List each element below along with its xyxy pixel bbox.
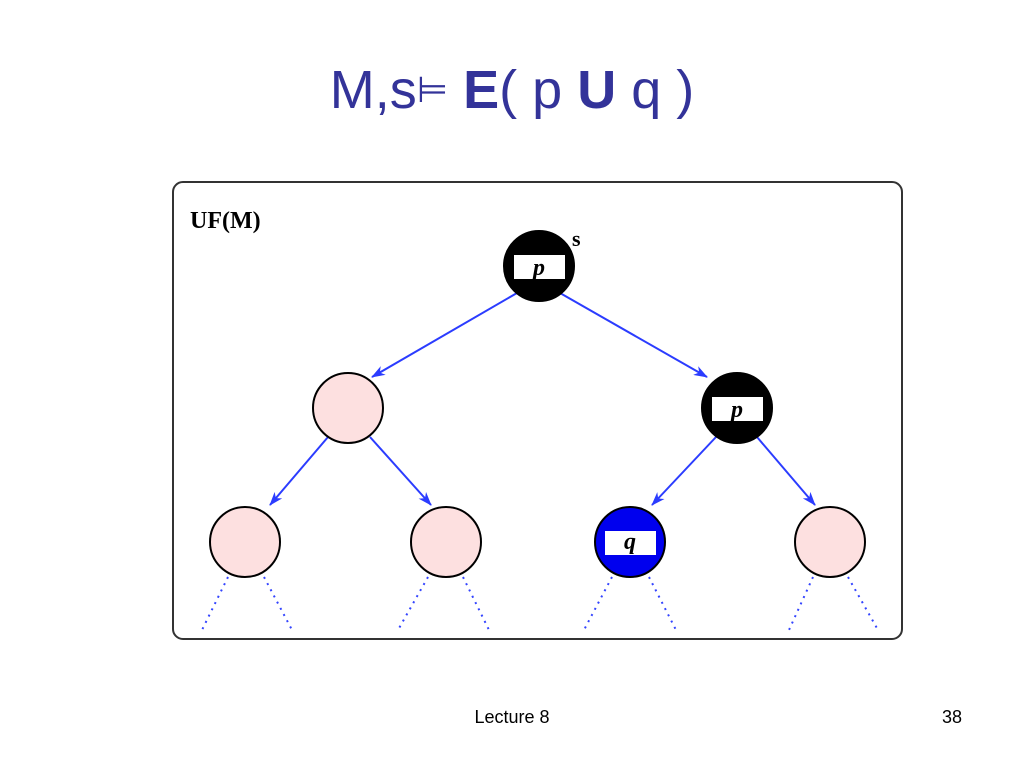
edge-left-leftleft [269,436,329,506]
unfolding-frame [172,181,903,640]
title-open: ( p [499,60,578,120]
node-right-left-label: q [624,529,636,555]
tree-node-root: p [503,230,575,302]
edge-right-rightleft [651,436,717,506]
edge-left-leftright [369,436,432,506]
title-until-operator: U [577,60,617,120]
tree-node-left-left [209,506,281,578]
tree-node-right-right [794,506,866,578]
node-right-label: p [729,397,743,423]
frame-label: UF(M) [190,208,261,234]
slide-title: M,s⊨ E( p U q ) [0,58,1024,123]
tree-node-right: p [701,372,773,444]
node-root-label: p [531,255,545,281]
footer-page-number: 38 [941,707,962,727]
edge-right-rightright [756,436,816,506]
footer-lecture: Lecture 8 [474,707,550,727]
node-right-label-box [712,397,763,421]
models-symbol: ⊨ [416,70,449,111]
node-right-left-label-box [605,531,656,555]
title-exists-quantifier: E [463,60,500,120]
tree-node-right-left: q [594,506,666,578]
edge-root-right [559,292,708,378]
tree-node-left-right [410,506,482,578]
root-state-label: s [572,226,581,251]
title-close: q ) [616,60,695,120]
continuation-paths [201,576,879,631]
node-root-label-box [514,255,565,279]
tree-node-left [312,372,384,444]
title-model-state: M,s [329,60,417,120]
edge-root-left [371,292,518,378]
